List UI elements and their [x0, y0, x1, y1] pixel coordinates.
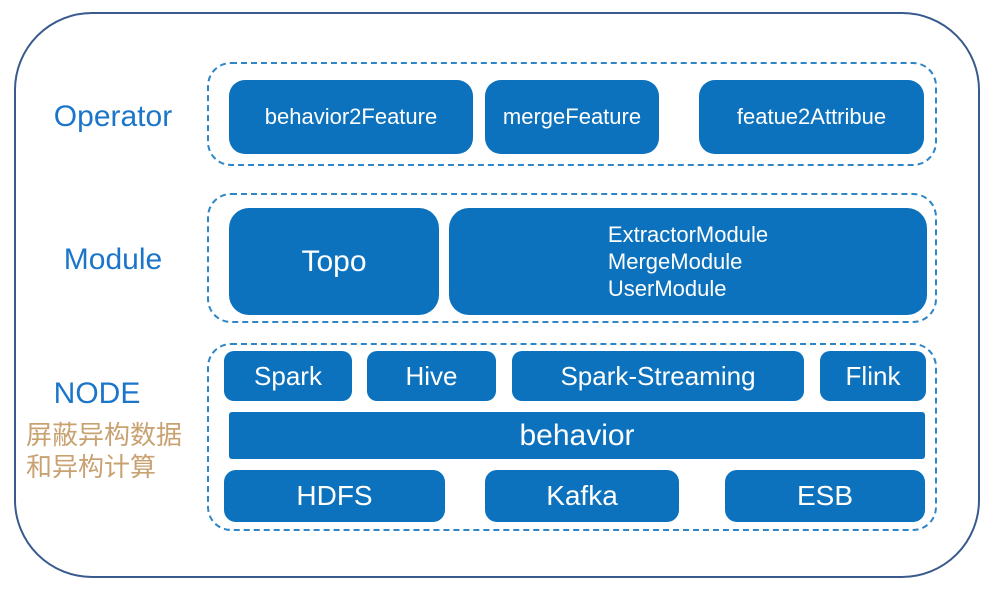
- node-box-esb: ESB: [725, 470, 925, 522]
- operator-item-behavior2feature: behavior2Feature: [229, 80, 473, 154]
- module-group: Topo ExtractorModule MergeModule UserMod…: [207, 193, 937, 323]
- operator-item-featue2attribue: featue2Attribue: [699, 80, 924, 154]
- node-box-behavior: behavior: [229, 412, 925, 459]
- node-group: Spark Hive Spark-Streaming Flink behavio…: [207, 343, 937, 531]
- module-box-modules: ExtractorModule MergeModule UserModule: [449, 208, 927, 315]
- operator-group: behavior2Feature mergeFeature featue2Att…: [207, 62, 937, 166]
- node-box-spark: Spark: [224, 351, 352, 401]
- module-box-topo: Topo: [229, 208, 439, 315]
- node-box-spark-streaming: Spark-Streaming: [512, 351, 804, 401]
- module-line-extractor: ExtractorModule: [607, 222, 769, 247]
- row-label-module: Module: [63, 243, 163, 276]
- node-box-hive: Hive: [367, 351, 496, 401]
- node-annotation-line2: 和异构计算: [26, 452, 157, 482]
- node-annotation-line1: 屏蔽异构数据: [26, 420, 183, 450]
- row-label-node: NODE: [53, 377, 141, 410]
- node-annotation: 屏蔽异构数据 和异构计算: [26, 419, 182, 483]
- node-box-kafka: Kafka: [485, 470, 679, 522]
- node-box-hdfs: HDFS: [224, 470, 445, 522]
- module-line-merge: MergeModule: [607, 249, 743, 274]
- row-label-operator: Operator: [53, 100, 173, 133]
- operator-item-mergefeature: mergeFeature: [485, 80, 659, 154]
- outer-rounded-frame: [14, 12, 980, 578]
- node-box-flink: Flink: [820, 351, 926, 401]
- module-line-user: UserModule: [607, 276, 727, 301]
- module-box-modules-lines: ExtractorModule MergeModule UserModule: [608, 221, 768, 302]
